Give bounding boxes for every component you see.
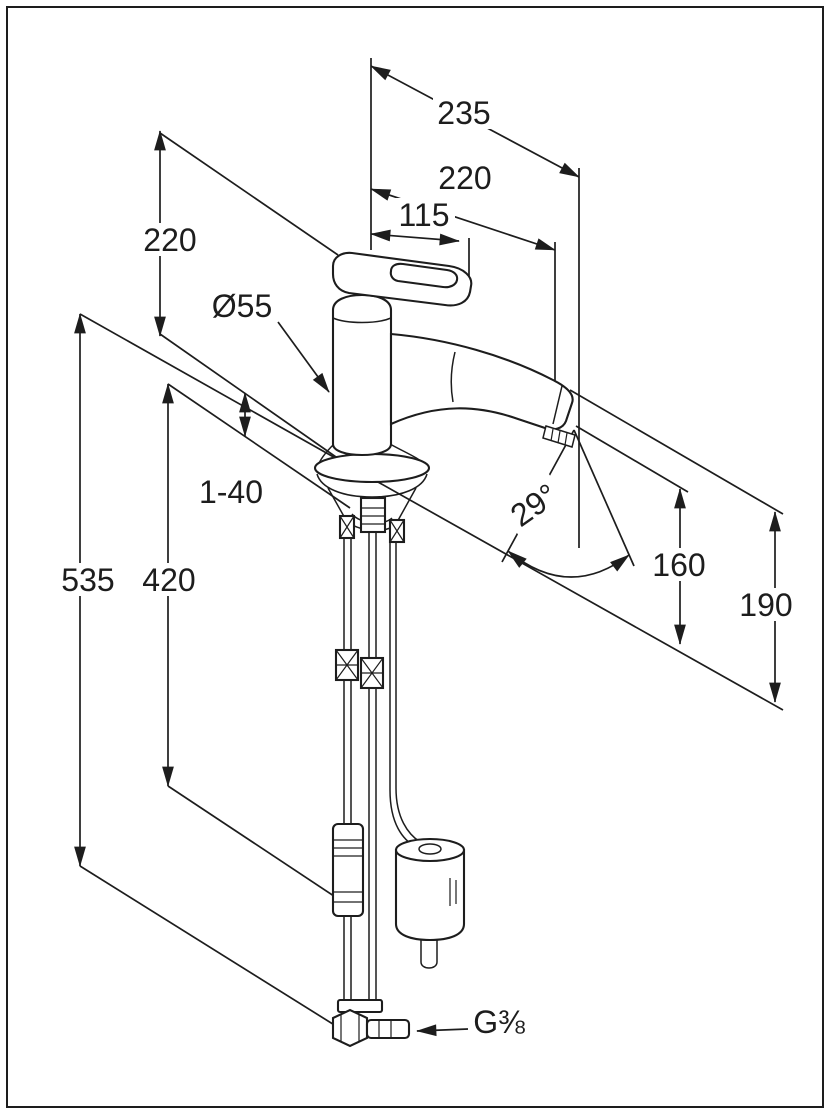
extension-line-190-top (569, 389, 784, 515)
extension-line-420-top (167, 383, 351, 509)
hex-nut (331, 1008, 369, 1048)
label-spout-angle-group: 29° (499, 473, 568, 536)
extension-line-160-top (575, 425, 689, 493)
extension-line-top-height (159, 132, 339, 256)
label-handle-length: 115 (398, 197, 449, 233)
handle-cutout (389, 262, 459, 289)
dimension-labels: 235 220 115 220 Ø55 1-40 535 420 29° 160… (57, 95, 797, 1040)
label-connection-thread: G⅜ (473, 1004, 525, 1040)
stud-right (388, 518, 406, 544)
supply-connector (331, 998, 411, 1048)
extension-line-420-bottom (167, 785, 359, 913)
stud-left (338, 514, 356, 540)
extension-line-535-bottom (79, 865, 353, 1037)
leader-line-diameter (277, 321, 330, 393)
drawing-border (6, 6, 824, 1108)
faucet-illustration (313, 251, 576, 1048)
faucet-handle (331, 251, 473, 307)
faucet-spout (389, 332, 576, 448)
hose-fitting (365, 1018, 411, 1040)
hose-stub (420, 940, 438, 969)
leader-line-thread (416, 1024, 469, 1037)
faucet-body (331, 293, 393, 457)
aerator-outlet (542, 425, 576, 448)
faucet-base (313, 443, 431, 544)
dimension-line-115 (370, 229, 460, 246)
label-mounting-thickness: 1-40 (199, 474, 263, 510)
label-outlet-clearance: 160 (652, 547, 705, 583)
angle-ray-right (573, 429, 635, 567)
rod-nut-left (334, 648, 360, 682)
label-height-above-deck: 220 (143, 222, 196, 258)
extension-line-535-top (79, 313, 347, 465)
label-spout-tip-height: 190 (739, 587, 792, 623)
check-valve (331, 822, 365, 918)
hose-weight (394, 837, 466, 969)
label-base-diameter: Ø55 (212, 288, 272, 324)
rod-nut-right (359, 656, 385, 690)
label-projection-spout: 220 (438, 160, 491, 196)
mounting-rods (334, 530, 421, 1004)
label-total-height: 535 (61, 562, 114, 598)
spray-head-joint (450, 351, 456, 403)
angle-arc (507, 550, 630, 578)
label-projection-total: 235 (437, 95, 490, 131)
mounting-shank (359, 496, 387, 534)
label-below-deck-length: 420 (142, 562, 195, 598)
